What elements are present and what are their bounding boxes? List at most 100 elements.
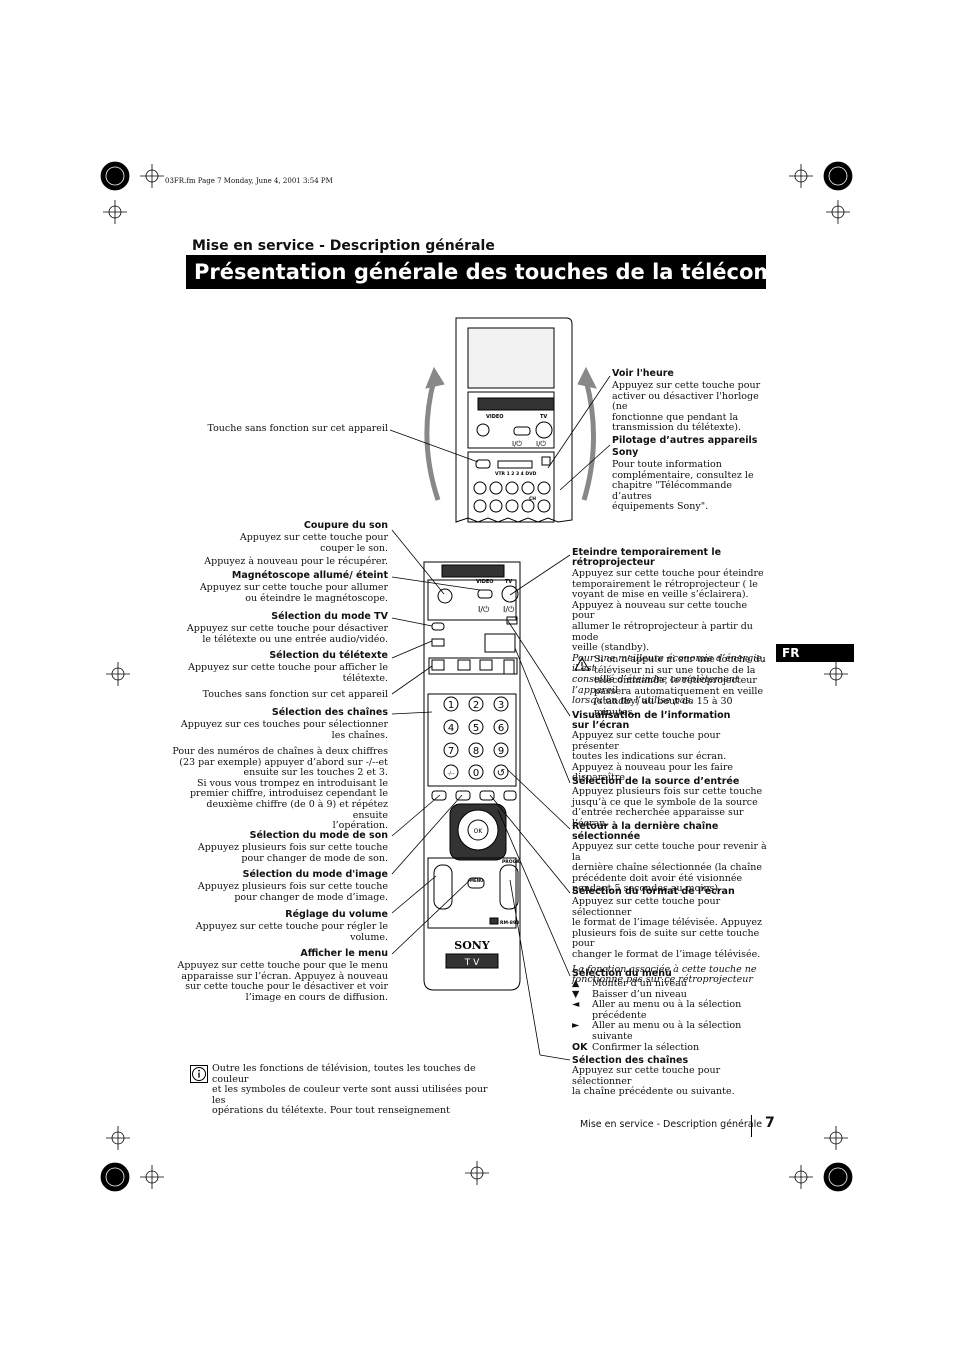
- pilotage-desc-3: chapitre "Télécommande d’autres: [612, 480, 733, 502]
- remote-top-power-video: I/⏻: [512, 440, 522, 448]
- menu-desc-1: Appuyez sur cette touche pour que le men…: [177, 960, 388, 971]
- digit-7: 7: [448, 746, 454, 757]
- menu-item-left-cont: précédente: [572, 1009, 768, 1022]
- two-digit-line-2: (23 par exemple) appuyer d’abord sur -/-…: [179, 756, 388, 768]
- format-note-2: fonctionne pas sur ce rétroprojecteur: [572, 974, 753, 986]
- file-info: 03FR.fm Page 7 Monday, June 4, 2001 3:54…: [165, 177, 333, 185]
- menu-item-left: ◄Aller au menu ou à la sélection: [572, 1000, 768, 1011]
- eteindre-note-3: lorsqu’on ne l’utilise pas.: [572, 695, 694, 707]
- sel-chaines-desc-1: Appuyez sur cette touche pour sélectionn…: [572, 1065, 721, 1087]
- heure-desc-4: transmission du télétexte).: [612, 422, 741, 434]
- info-note-line-3: opérations du télétexte. Pour tout rense…: [212, 1105, 450, 1117]
- sel-chaines-label: Sélection des chaînes: [572, 1055, 689, 1066]
- remote-power-tv: I/⏻: [503, 605, 515, 614]
- pilotage-label-1: Pilotage d’autres appareils: [612, 435, 758, 446]
- remote-control-illustration: VIDEO TV I/⏻ I/⏻ VTR 1 2 3 4 DVD CH VIDE…: [423, 317, 597, 991]
- remote-top-video: VIDEO: [486, 414, 504, 420]
- warning-line-4: passera automatiquement en veille: [594, 685, 764, 697]
- menu-desc-3: sur cette touche pour le désactiver et v…: [185, 981, 388, 993]
- son-desc-1: Appuyez plusieurs fois sur cette touche: [197, 842, 388, 853]
- page-number: 7: [765, 1115, 775, 1131]
- pilotage-desc-4: équipements Sony".: [612, 501, 709, 513]
- menu-item-left-text-2: précédente: [592, 1009, 647, 1021]
- sel-menu-label: Sélection du menu: [572, 968, 672, 979]
- remote-top-power-tv: I/⏻: [536, 440, 546, 448]
- two-digit-line-3: ensuite sur les touches 2 et 3.: [243, 767, 388, 779]
- magneto-label: Magnétoscope allumé/ éteint: [231, 570, 388, 581]
- menu-label: MENU: [470, 878, 483, 883]
- tv-badge: T V: [464, 958, 480, 968]
- mode-tv-desc-2: le télétexte ou une entrée audio/vidéo.: [202, 633, 388, 645]
- remote-video-label: VIDEO: [476, 579, 494, 585]
- digit-9: 9: [498, 746, 504, 757]
- eteindre-desc-3: voyant de mise en veille s’éclairera).: [572, 589, 749, 601]
- no-function-top-note: Touche sans fonction sur cet appareil: [207, 423, 388, 434]
- menu-item-up-text: Monter d’un niveau: [592, 978, 687, 989]
- eteindre-block: Eteindre temporairement le rétroprojecte…: [572, 548, 768, 707]
- two-digit-line-1: Pour des numéros de chaînes à deux chiff…: [172, 746, 388, 757]
- heure-desc-3: fonctionne que pendant la: [612, 411, 739, 423]
- digit-double: -/--: [447, 771, 454, 777]
- chaines-block: Sélection des chaînes Appuyez sur ces to…: [180, 708, 388, 741]
- two-digit-line-4: Si vous vous trompez en introduisant le: [197, 777, 388, 789]
- teletexte-label: Sélection du télétexte: [269, 650, 388, 661]
- remote-tv-label: TV: [505, 579, 512, 585]
- eteindre-label-1: Eteindre temporairement le: [572, 547, 722, 558]
- coupure-block: Coupure du son Appuyez sur cette touche …: [180, 521, 388, 568]
- sel-chaines-block: Sélection des chaînes Appuyez sur cette …: [572, 1056, 768, 1098]
- warning-block: Si on n’appuie ni sur une touche du télé…: [594, 654, 768, 719]
- digit-3: 3: [498, 700, 504, 711]
- remote-top-tv: TV: [540, 414, 547, 420]
- retour-label-2: sélectionnée: [572, 831, 641, 842]
- sel-menu-block: Sélection du menu ▲Monter d’un niveau ▼B…: [572, 969, 768, 1053]
- chaines-desc-1: Appuyez sur ces touches pour sélectionne…: [180, 719, 388, 730]
- volume-desc-2: volume.: [350, 931, 388, 943]
- son-label: Sélection du mode de son: [249, 830, 388, 841]
- son-block: Sélection du mode de son Appuyez plusieu…: [180, 831, 388, 864]
- warning-line-1: Si on n’appuie ni sur une touche du: [594, 654, 766, 665]
- format-block: Sélection du format de l’écran Appuyez s…: [572, 887, 768, 986]
- teletexte-desc-2: télétexte.: [342, 672, 388, 684]
- menu-item-right-text: Aller au menu ou à la sélection: [592, 1020, 742, 1032]
- heure-label: Voir l'heure: [612, 368, 674, 379]
- down-arrow-icon: ▼: [572, 988, 580, 1000]
- menu-item-up: ▲Monter d’un niveau: [572, 978, 768, 990]
- retour-block: Retour à la dernière chaîne sélectionnée…: [572, 822, 768, 895]
- digit-6: 6: [498, 723, 504, 734]
- warning-line-5: (standby) au bout de 15 à 30 minutes.: [594, 696, 733, 718]
- menu-item-right-cont: suivante: [572, 1031, 768, 1043]
- image-desc-2: pour changer de mode d’image.: [234, 891, 388, 903]
- menu-desc-2: apparaisse sur l’écran. Appuyez à nouvea…: [181, 970, 388, 982]
- magneto-desc-1: Appuyez sur cette touche pour allumer: [199, 582, 388, 593]
- mode-tv-block: Sélection du mode TV Appuyez sur cette t…: [180, 612, 388, 645]
- retour-desc-2: dernière chaîne sélectionnée (la chaîne: [572, 862, 762, 874]
- source-label: Sélection de la source d’entrée: [572, 776, 740, 787]
- last-channel-icon: ↺: [497, 768, 505, 779]
- warning-icon: [574, 657, 590, 671]
- teletexte-desc-1: Appuyez sur cette touche pour afficher l…: [188, 662, 388, 673]
- two-digit-line-5: premier chiffre, introduisez cependant l…: [189, 788, 388, 800]
- coupure-label: Coupure du son: [303, 520, 388, 531]
- warning-line-3: télécommande, le rétroprojecteur: [594, 675, 757, 687]
- visualisation-block: Visualisation de l’information sur l’écr…: [572, 711, 768, 784]
- no-function-keys-note: Touches sans fonction sur cet appareil: [202, 689, 388, 700]
- format-label: Sélection du format de l’écran: [572, 886, 735, 897]
- eteindre-desc-5: allumer le rétroprojecteur à partir du m…: [572, 620, 753, 643]
- visualisation-label-2: sur l’écran: [572, 720, 630, 731]
- source-desc-3: d’entrée recherchée apparaisse sur l’écr…: [572, 807, 744, 829]
- two-digit-line-6: deuxième chiffre (de 0 à 9) et répétez e…: [206, 798, 388, 821]
- eteindre-note-2: conseillé d’éteindre complètement l’appa…: [572, 673, 739, 696]
- visualisation-desc-2: toutes les indications sur écran.: [572, 751, 727, 763]
- menu-block: Afficher le menu Appuyez sur cette touch…: [170, 949, 388, 1003]
- info-icon: [190, 1065, 208, 1083]
- format-note-1: La fonction associée à cette touche ne: [572, 963, 757, 975]
- digit-4: 4: [448, 723, 454, 734]
- pilotage-desc-1: Pour toute information: [612, 459, 722, 470]
- menu-item-down: ▼Baisser d’un niveau: [572, 988, 768, 1001]
- visualisation-label-1: Visualisation de l’information: [572, 710, 731, 721]
- son-desc-2: pour changer de mode de son.: [241, 852, 388, 864]
- info-note-line-1: Outre les fonctions de télévision, toute…: [212, 1063, 476, 1085]
- visualisation-desc-1: Appuyez sur cette touche pour présenter: [572, 730, 721, 752]
- retour-desc-3: précédente doit avoir été visionnée: [572, 872, 743, 884]
- eteindre-note-1: Pour une meilleure économie d’énergie, i…: [572, 652, 765, 675]
